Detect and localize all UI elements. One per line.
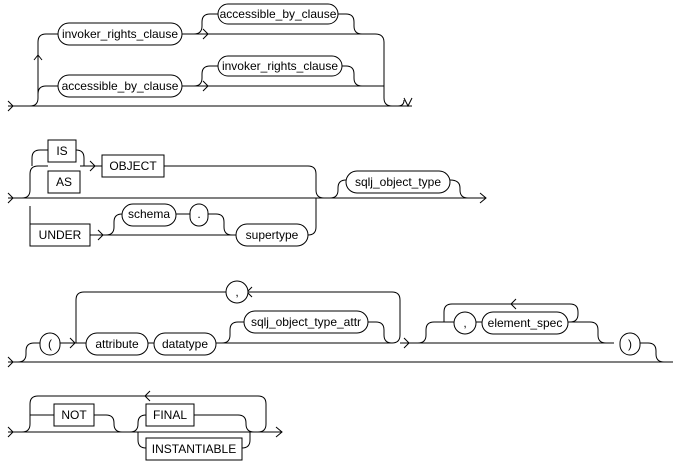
accessible-by-clause-box <box>217 3 339 25</box>
row3-attributes: ( , attribute datatype sqlj_object_type_… <box>7 280 673 368</box>
attribute-box <box>85 332 149 356</box>
invoker-rights-clause-label: invoker_rights_clause <box>62 27 178 41</box>
under-keyword: UNDER <box>39 228 82 242</box>
invoker-rights-clause-label-2: invoker_rights_clause <box>222 59 338 73</box>
supertype-label: supertype <box>246 228 299 242</box>
accessible-by-clause-label-2: accessible_by_clause <box>62 79 179 93</box>
row1-invoker-accessible: invoker_rights_clause accessible_by_clau… <box>7 3 413 112</box>
lparen-label: ( <box>48 337 52 351</box>
rparen-box <box>619 332 641 356</box>
element-spec-label: element_spec <box>488 316 563 330</box>
attribute-label: attribute <box>95 337 139 351</box>
accessible-by-clause-label: accessible_by_clause <box>220 7 337 21</box>
comma-label: , <box>235 285 238 299</box>
lparen-box <box>39 332 61 356</box>
schema-box <box>121 203 177 227</box>
row4-final-instantiable: NOT FINAL INSTANTIABLE <box>7 390 283 461</box>
invoker-rights-clause-box-2 <box>217 55 343 77</box>
is-keyword: IS <box>56 144 67 158</box>
instantiable-keyword: INSTANTIABLE <box>152 442 236 456</box>
dot-box <box>189 203 209 227</box>
element-spec-box <box>481 311 569 335</box>
comma-box <box>225 280 249 304</box>
as-keyword-box <box>47 170 81 194</box>
as-keyword: AS <box>56 175 72 189</box>
datatype-box <box>153 332 217 356</box>
not-keyword: NOT <box>61 408 87 422</box>
rparen-label: ) <box>628 337 632 351</box>
final-keyword: FINAL <box>153 408 187 422</box>
row2-object-under: IS AS OBJECT UNDER schema . supertype sq… <box>7 139 487 247</box>
object-keyword: OBJECT <box>109 159 157 173</box>
sqlj-object-type-label: sqlj_object_type <box>355 175 441 189</box>
sqlj-object-type-attr-label: sqlj_object_type_attr <box>251 315 361 329</box>
dot-label: . <box>197 207 200 221</box>
comma-label-2: , <box>463 316 466 330</box>
is-keyword-box <box>47 139 77 163</box>
datatype-label: datatype <box>162 337 208 351</box>
comma-box-2 <box>453 311 477 335</box>
schema-label: schema <box>128 207 170 221</box>
instantiable-keyword-box <box>145 437 243 461</box>
sqlj-object-type-box <box>345 170 451 194</box>
